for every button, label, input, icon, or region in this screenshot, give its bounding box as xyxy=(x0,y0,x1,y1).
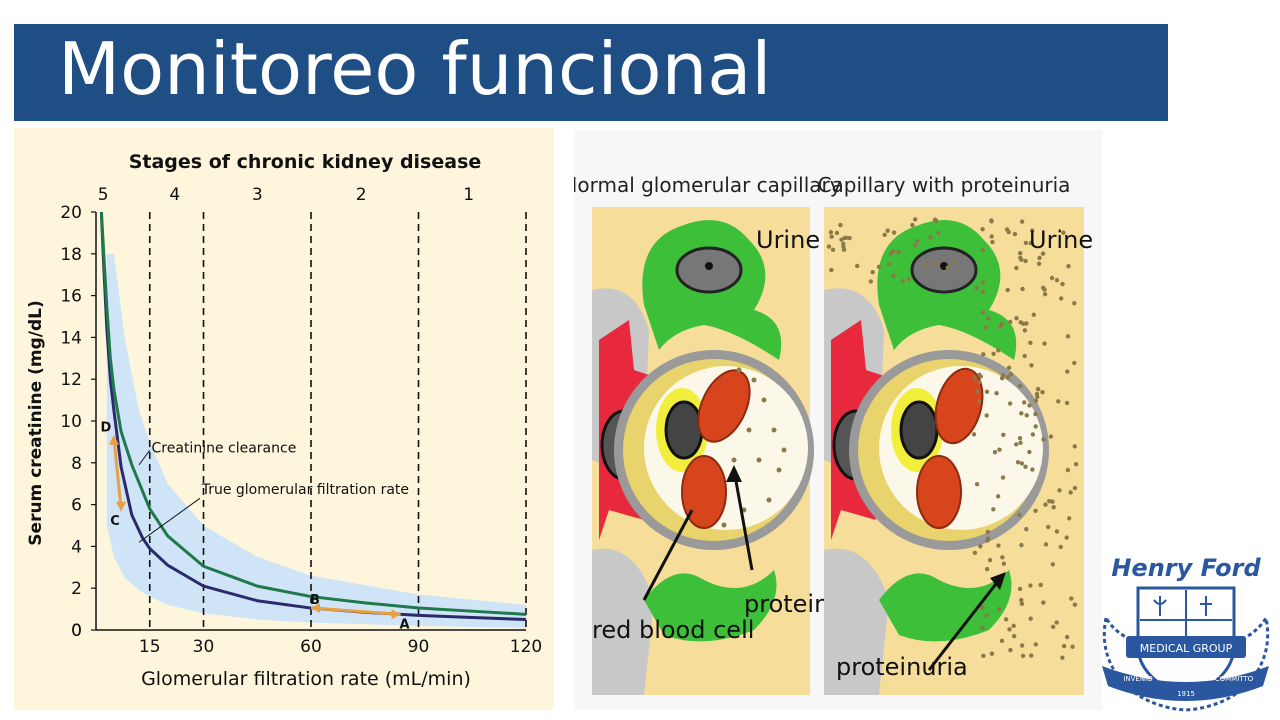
capillary-figure: Normal glomerular capillary Capillary wi… xyxy=(562,130,1102,710)
right-panel-title: Capillary with proteinuria xyxy=(818,173,1071,197)
y-tick-label-6: 6 xyxy=(71,496,82,516)
variability-band xyxy=(106,253,526,628)
stage-label-3: 3 xyxy=(252,185,263,205)
y-tick-label-0: 0 xyxy=(71,621,82,641)
rbc-pointer xyxy=(642,509,694,601)
title-bar: Monitoreo funcional xyxy=(14,24,1168,121)
logo-motto-left: INVENIO xyxy=(1123,675,1153,683)
x-tick-label-60: 60 xyxy=(300,637,322,657)
y-tick-label-14: 14 xyxy=(60,328,82,348)
arrowhead-a xyxy=(391,609,401,620)
stage-label-4: 4 xyxy=(169,185,180,205)
x-tick-label-90: 90 xyxy=(408,637,430,657)
protein-label: protein xyxy=(744,590,829,618)
proteinuria-label: proteinuria xyxy=(836,653,968,681)
protein-leak-dots xyxy=(826,217,1079,660)
cell-nucleus-dark-right xyxy=(899,400,939,460)
arrow-a-to-b xyxy=(310,606,401,616)
series-line-1 xyxy=(99,211,527,616)
y-tick-label-12: 12 xyxy=(60,370,82,390)
y-tick-label-10: 10 xyxy=(60,412,82,432)
y-tick-label-2: 2 xyxy=(71,579,82,599)
urine-label-left: Urine xyxy=(756,226,820,254)
left-panel-title: Normal glomerular capillary xyxy=(574,173,842,197)
y-tick-label-18: 18 xyxy=(60,245,82,265)
x-tick-label-120: 120 xyxy=(510,637,542,657)
capillary-illustration: Normal glomerular capillary Capillary wi… xyxy=(562,173,1093,695)
point-label-D: D xyxy=(101,421,112,436)
annotation-leader-gfr xyxy=(138,497,201,543)
y-tick-label-20: 20 xyxy=(60,203,82,223)
slide-title: Monitoreo funcional xyxy=(58,27,772,111)
cell-nucleus-dark xyxy=(664,400,704,460)
x-tick-label-15: 15 xyxy=(139,637,161,657)
chart-title: Stages of chronic kidney disease xyxy=(129,151,482,173)
stage-label-2: 2 xyxy=(356,185,367,205)
ckd-chart: Stages of chronic kidney disease Glomeru… xyxy=(26,151,542,690)
logo-banner: MEDICAL GROUP xyxy=(1140,642,1233,655)
x-axis-title: Glomerular filtration rate (mL/min) xyxy=(141,668,471,690)
y-tick-label-4: 4 xyxy=(71,537,82,557)
henry-ford-logo: Henry Ford MEDICAL GROUP INVENIO COMMITT… xyxy=(1098,548,1273,714)
logo-motto-right: COMMITTO xyxy=(1215,675,1254,683)
arrowhead-d xyxy=(108,434,119,445)
logo-year: 1915 xyxy=(1177,690,1195,698)
point-label-A: A xyxy=(400,617,410,632)
chart-panel: Stages of chronic kidney disease Glomeru… xyxy=(14,128,554,710)
normal-capillary-panel: Urine red blood cell protein xyxy=(592,207,829,695)
point-label-C: C xyxy=(110,514,120,529)
urine-label-right: Urine xyxy=(1029,226,1093,254)
y-tick-label-16: 16 xyxy=(60,287,82,307)
protein-pointer xyxy=(732,469,754,571)
stage-label-5: 5 xyxy=(98,185,109,205)
x-origin-label: 0 xyxy=(71,621,82,641)
proteinuria-panel: Urine proteinuria xyxy=(824,207,1093,695)
x-tick-label-30: 30 xyxy=(193,637,215,657)
y-tick-label-8: 8 xyxy=(71,454,82,474)
stage-label-1: 1 xyxy=(463,185,474,205)
arrowhead-c xyxy=(116,501,127,512)
red-blood-cell-3 xyxy=(934,367,984,445)
red-blood-cell-2 xyxy=(681,455,727,529)
arrow-c-to-d xyxy=(112,437,123,509)
y-axis-title: Serum creatinine (mg/dL) xyxy=(26,300,46,545)
logo-crest: Henry Ford MEDICAL GROUP INVENIO COMMITT… xyxy=(1102,554,1270,712)
point-label-B: B xyxy=(310,593,320,608)
red-blood-cell-label: red blood cell xyxy=(592,616,754,644)
annotation-true-gfr: True glomerular filtration rate xyxy=(201,482,409,498)
annotation-leader-clearance xyxy=(138,449,151,466)
red-blood-cell-4 xyxy=(916,455,962,529)
annotation-creatinine-clearance: Creatinine clearance xyxy=(152,440,297,456)
logo-script: Henry Ford xyxy=(1111,554,1261,582)
proteinuria-pointer xyxy=(927,579,1001,671)
arrowhead-b xyxy=(311,603,320,614)
